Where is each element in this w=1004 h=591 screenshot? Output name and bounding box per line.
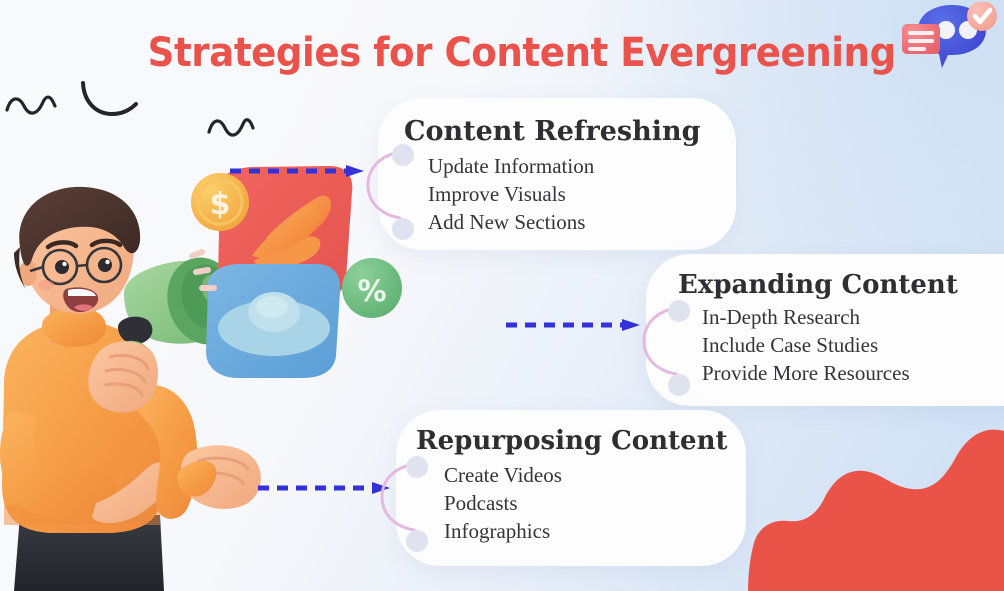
list-item: Create Videos	[444, 463, 562, 487]
bracket-dot	[668, 300, 690, 322]
list-item: Improve Visuals	[428, 181, 566, 206]
svg-text:$: $	[210, 187, 231, 222]
bracket-dot	[406, 456, 428, 478]
card-item-list: Create Videos Podcasts Infographics	[444, 462, 746, 546]
bracket-dot	[668, 374, 690, 396]
card-heading: Expanding Content	[678, 270, 958, 300]
card-content-refreshing[interactable]: Content Refreshing Update Information Im…	[366, 98, 736, 250]
list-item: Add New Sections	[428, 209, 586, 234]
card-heading: Content Refreshing	[404, 116, 701, 147]
person-with-megaphone-illustration	[0, 185, 282, 591]
card-heading: Repurposing Content	[416, 426, 728, 456]
bracket-decoration	[380, 460, 424, 534]
card-item-list: Update Information Improve Visuals Add N…	[428, 153, 736, 237]
svg-text:%: %	[357, 274, 386, 308]
list-item: Provide More Resources	[702, 360, 910, 385]
page-title: Strategies for Content Evergreening	[147, 30, 897, 76]
list-item: Infographics	[444, 518, 551, 543]
list-item: In-Depth Research	[702, 305, 861, 329]
list-item: Podcasts	[444, 490, 518, 515]
floating-elements-group: $ %	[188, 160, 414, 380]
wave-squiggle	[206, 112, 256, 147]
dashed-arrow-to-card-1	[228, 164, 368, 178]
red-blob-shape	[704, 391, 1004, 591]
arc-squiggle	[78, 80, 144, 125]
list-item: Update Information	[428, 154, 595, 178]
card-expanding-content[interactable]: Expanding Content In-Depth Research Incl…	[642, 254, 1004, 406]
list-item: Include Case Studies	[702, 332, 879, 357]
bracket-decoration	[366, 148, 410, 222]
chat-bubble-check-icon	[896, 1, 1000, 82]
card-item-list: In-Depth Research Include Case Studies P…	[702, 304, 1004, 388]
dashed-arrow-to-card-3	[256, 481, 392, 495]
bracket-dot	[392, 218, 414, 240]
dashed-arrow-to-card-2	[504, 318, 644, 332]
card-repurposing-content[interactable]: Repurposing Content Create Videos Podcas…	[380, 410, 746, 566]
bracket-dot	[406, 530, 428, 552]
bracket-decoration	[642, 304, 686, 378]
wave-squiggle	[4, 88, 58, 127]
bracket-dot	[392, 144, 414, 166]
